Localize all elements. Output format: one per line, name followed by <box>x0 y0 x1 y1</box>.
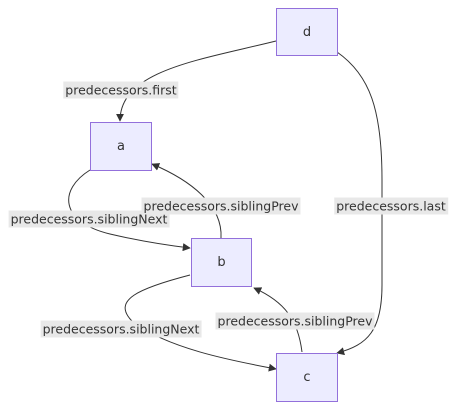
edge-label-b-to-c: predecessors.siblingNext <box>40 320 202 338</box>
edge-a-to-b <box>68 169 191 252</box>
node-c: c <box>276 353 338 402</box>
edge-d-to-c <box>336 51 383 356</box>
node-d-label: d <box>302 24 312 40</box>
edge-b-to-a <box>151 163 222 239</box>
node-a: a <box>90 122 152 171</box>
node-b-label: b <box>217 255 226 270</box>
edge-label-a-to-b: predecessors.siblingNext <box>8 210 170 228</box>
edge-label-d-to-c: predecessors.last <box>334 197 448 215</box>
node-b: b <box>191 238 252 287</box>
edge-label-b-to-a: predecessors.siblingPrev <box>141 197 301 215</box>
edge-label-d-to-a: predecessors.first <box>63 81 179 99</box>
node-c-label: c <box>303 370 311 385</box>
node-a-label: a <box>117 139 125 154</box>
edge-d-to-a <box>116 40 277 122</box>
edge-label-c-to-b: predecessors.siblingPrev <box>215 312 375 330</box>
node-d: d <box>276 8 338 56</box>
